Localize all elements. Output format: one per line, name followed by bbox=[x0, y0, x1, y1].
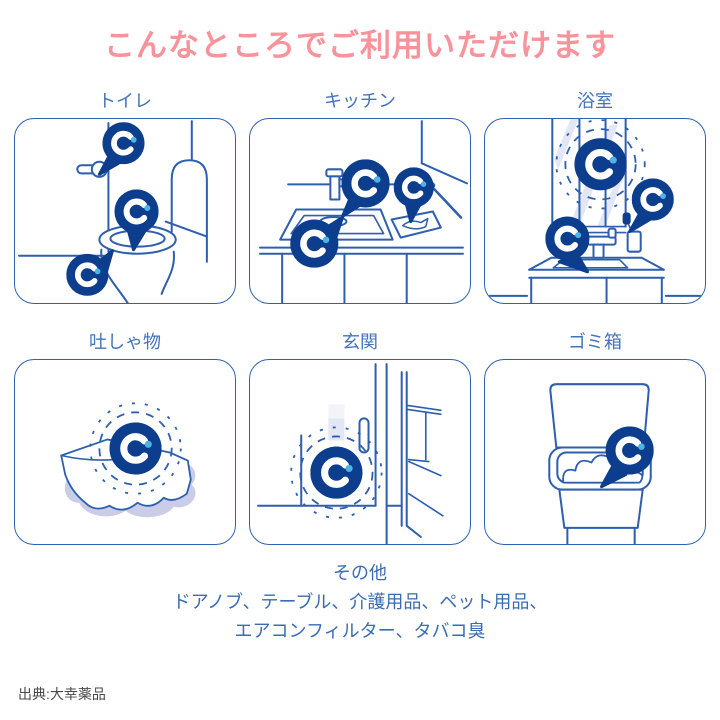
cleverin-badge-icon bbox=[545, 217, 589, 261]
kitchen-illustration bbox=[259, 120, 468, 303]
cleverin-badge-icon bbox=[102, 122, 144, 164]
panel-toilet: トイレ bbox=[14, 89, 236, 304]
cleverin-badge-icon bbox=[66, 254, 108, 296]
panel-vomit: 吐しゃ物 bbox=[14, 330, 236, 545]
other-uses-line2: エアコンフィルター、タバコ臭 bbox=[234, 621, 486, 641]
other-uses-line1: ドアノブ、テーブル、介護用品、ペット用品、 bbox=[172, 592, 548, 612]
panel-entrance: 玄関 bbox=[249, 330, 471, 545]
other-uses-heading: その他 bbox=[333, 563, 387, 583]
cleverin-badge-icon bbox=[109, 422, 161, 474]
bathroom-illustration bbox=[488, 119, 702, 303]
panel-bathroom-label: 浴室 bbox=[577, 91, 613, 111]
panel-kitchen: キッチン bbox=[249, 89, 471, 304]
panel-kitchen-label: キッチン bbox=[324, 91, 396, 111]
cleverin-badge-icon bbox=[574, 138, 626, 190]
panel-bathroom: 浴室 bbox=[484, 89, 706, 304]
panel-trashcan-label: ゴミ箱 bbox=[568, 332, 622, 352]
cleverin-badge-icon bbox=[114, 189, 158, 233]
entrance-illustration bbox=[257, 363, 444, 544]
usage-panels-grid: トイレ bbox=[0, 89, 720, 545]
panel-toilet-label: トイレ bbox=[98, 91, 152, 111]
panel-trashcan: ゴミ箱 bbox=[484, 330, 706, 545]
source-credit: 出典:大幸薬品 bbox=[18, 686, 106, 702]
cleverin-badge-icon bbox=[394, 167, 434, 207]
panel-vomit-label: 吐しゃ物 bbox=[89, 332, 161, 352]
cleverin-badge-icon bbox=[606, 426, 654, 474]
cleverin-badge-icon bbox=[310, 446, 362, 498]
toilet-illustration bbox=[18, 120, 208, 303]
vomit-cleanup-illustration bbox=[60, 402, 196, 518]
panel-entrance-label: 玄関 bbox=[342, 332, 378, 352]
cleverin-badge-icon bbox=[290, 220, 338, 268]
cleverin-badge-icon bbox=[341, 159, 389, 207]
other-uses-section: その他 ドアノブ、テーブル、介護用品、ペット用品、 エアコンフィルター、タバコ臭 bbox=[0, 559, 720, 646]
page-title: こんなところでご利用いただけます bbox=[104, 28, 616, 63]
trashcan-illustration bbox=[548, 383, 705, 544]
cleverin-badge-icon bbox=[632, 178, 674, 220]
